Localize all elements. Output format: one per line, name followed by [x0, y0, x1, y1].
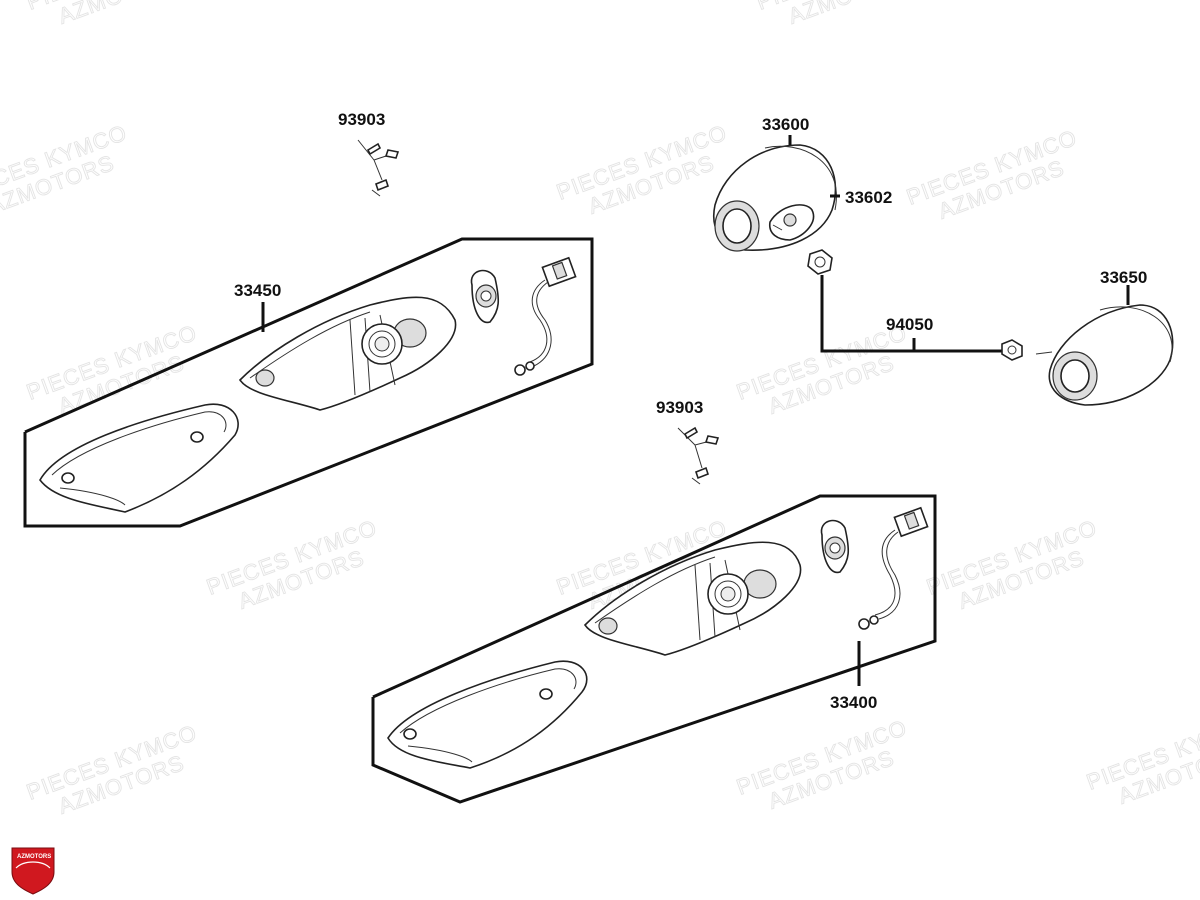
assembly-33400-frame — [371, 494, 937, 804]
label-33400: 33400 — [830, 693, 877, 712]
screws-93903-top — [357, 139, 400, 197]
lens-lower — [387, 660, 588, 769]
watermark-line2: AZMOTORS — [55, 0, 188, 29]
assembly-33450-frame — [23, 237, 594, 528]
socket-lower — [820, 519, 850, 574]
housing-left-upper — [238, 296, 457, 411]
housing-lower — [583, 541, 802, 656]
turn-signal-33650 — [1035, 304, 1174, 406]
azmotors-logo: AZMOTORS — [11, 847, 55, 895]
label-33600: 33600 — [762, 115, 809, 134]
nut-lower — [1001, 339, 1023, 361]
turn-signal-33600 — [713, 144, 837, 252]
lens-left-upper — [39, 403, 239, 513]
watermark-line2: AZMOTORS — [785, 0, 918, 29]
label-93903-mid: 93903 — [656, 398, 703, 417]
wire-harness-left-upper — [514, 256, 577, 376]
label-94050: 94050 — [886, 315, 933, 334]
nut-upper — [807, 249, 833, 275]
screws-93903-mid — [677, 426, 720, 485]
label-33650: 33650 — [1100, 268, 1147, 287]
logo-text: AZMOTORS — [17, 854, 51, 860]
wire-harness-lower — [858, 506, 929, 630]
socket-left-upper — [470, 269, 500, 324]
label-33450: 33450 — [234, 281, 281, 300]
label-93903-top: 93903 — [338, 110, 385, 129]
label-33602: 33602 — [845, 188, 892, 207]
leader-94050 — [820, 275, 1005, 353]
